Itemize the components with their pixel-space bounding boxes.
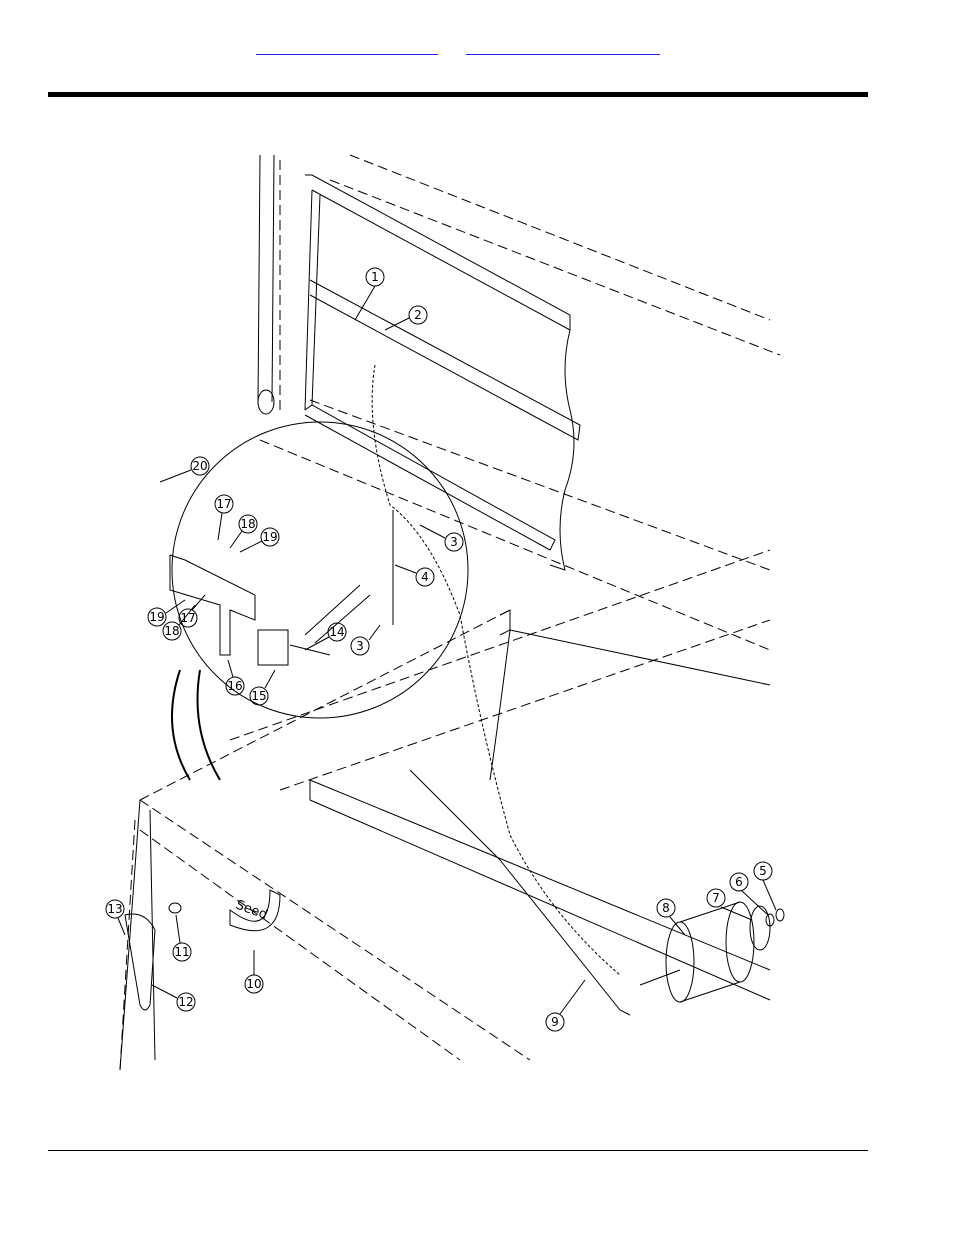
callout-9: 9 (551, 1015, 559, 1029)
handle-12 (125, 914, 155, 1010)
callout-8: 8 (662, 901, 670, 915)
screen-frame (258, 155, 580, 570)
callout-18a: 18 (240, 517, 255, 531)
footer-rule (48, 1150, 868, 1151)
callout-11: 11 (174, 945, 189, 959)
knob-11 (169, 903, 181, 913)
detail-arrow (172, 670, 220, 780)
callout-18b: 18 (164, 624, 179, 638)
callout-16: 16 (227, 679, 242, 693)
callout-1: 1 (371, 270, 379, 284)
callouts: 1 2 3 3 4 5 6 7 8 9 10 11 12 13 14 15 16… (106, 268, 776, 1031)
detail-bracket (170, 555, 370, 665)
parts-diagram: 1 2 3 3 4 5 6 7 8 9 10 11 12 13 14 15 16… (80, 140, 800, 1080)
callout-12: 12 (178, 995, 193, 1009)
header-link-left[interactable] (256, 40, 438, 55)
cable (372, 365, 620, 975)
callout-6: 6 (735, 875, 743, 889)
callout-2: 2 (414, 308, 422, 322)
callout-15: 15 (251, 689, 266, 703)
callout-14: 14 (329, 625, 344, 639)
callout-7: 7 (712, 891, 720, 905)
callout-10: 10 (246, 977, 261, 991)
counterweight (640, 902, 754, 1002)
callout-19b: 19 (149, 610, 164, 624)
decal-text: Seed (234, 898, 270, 923)
callout-17a: 17 (216, 497, 231, 511)
header-link-right[interactable] (466, 40, 660, 55)
wire-rod (410, 770, 630, 1015)
callout-13: 13 (107, 902, 122, 916)
callout-19a: 19 (262, 530, 277, 544)
callout-4: 4 (421, 570, 429, 584)
nut-5 (776, 909, 784, 921)
header-rule (48, 92, 868, 97)
callout-3a: 3 (450, 535, 458, 549)
callout-20: 20 (192, 459, 207, 473)
hopper-box (120, 610, 770, 1070)
callout-5: 5 (759, 864, 767, 878)
callout-3b: 3 (356, 639, 364, 653)
